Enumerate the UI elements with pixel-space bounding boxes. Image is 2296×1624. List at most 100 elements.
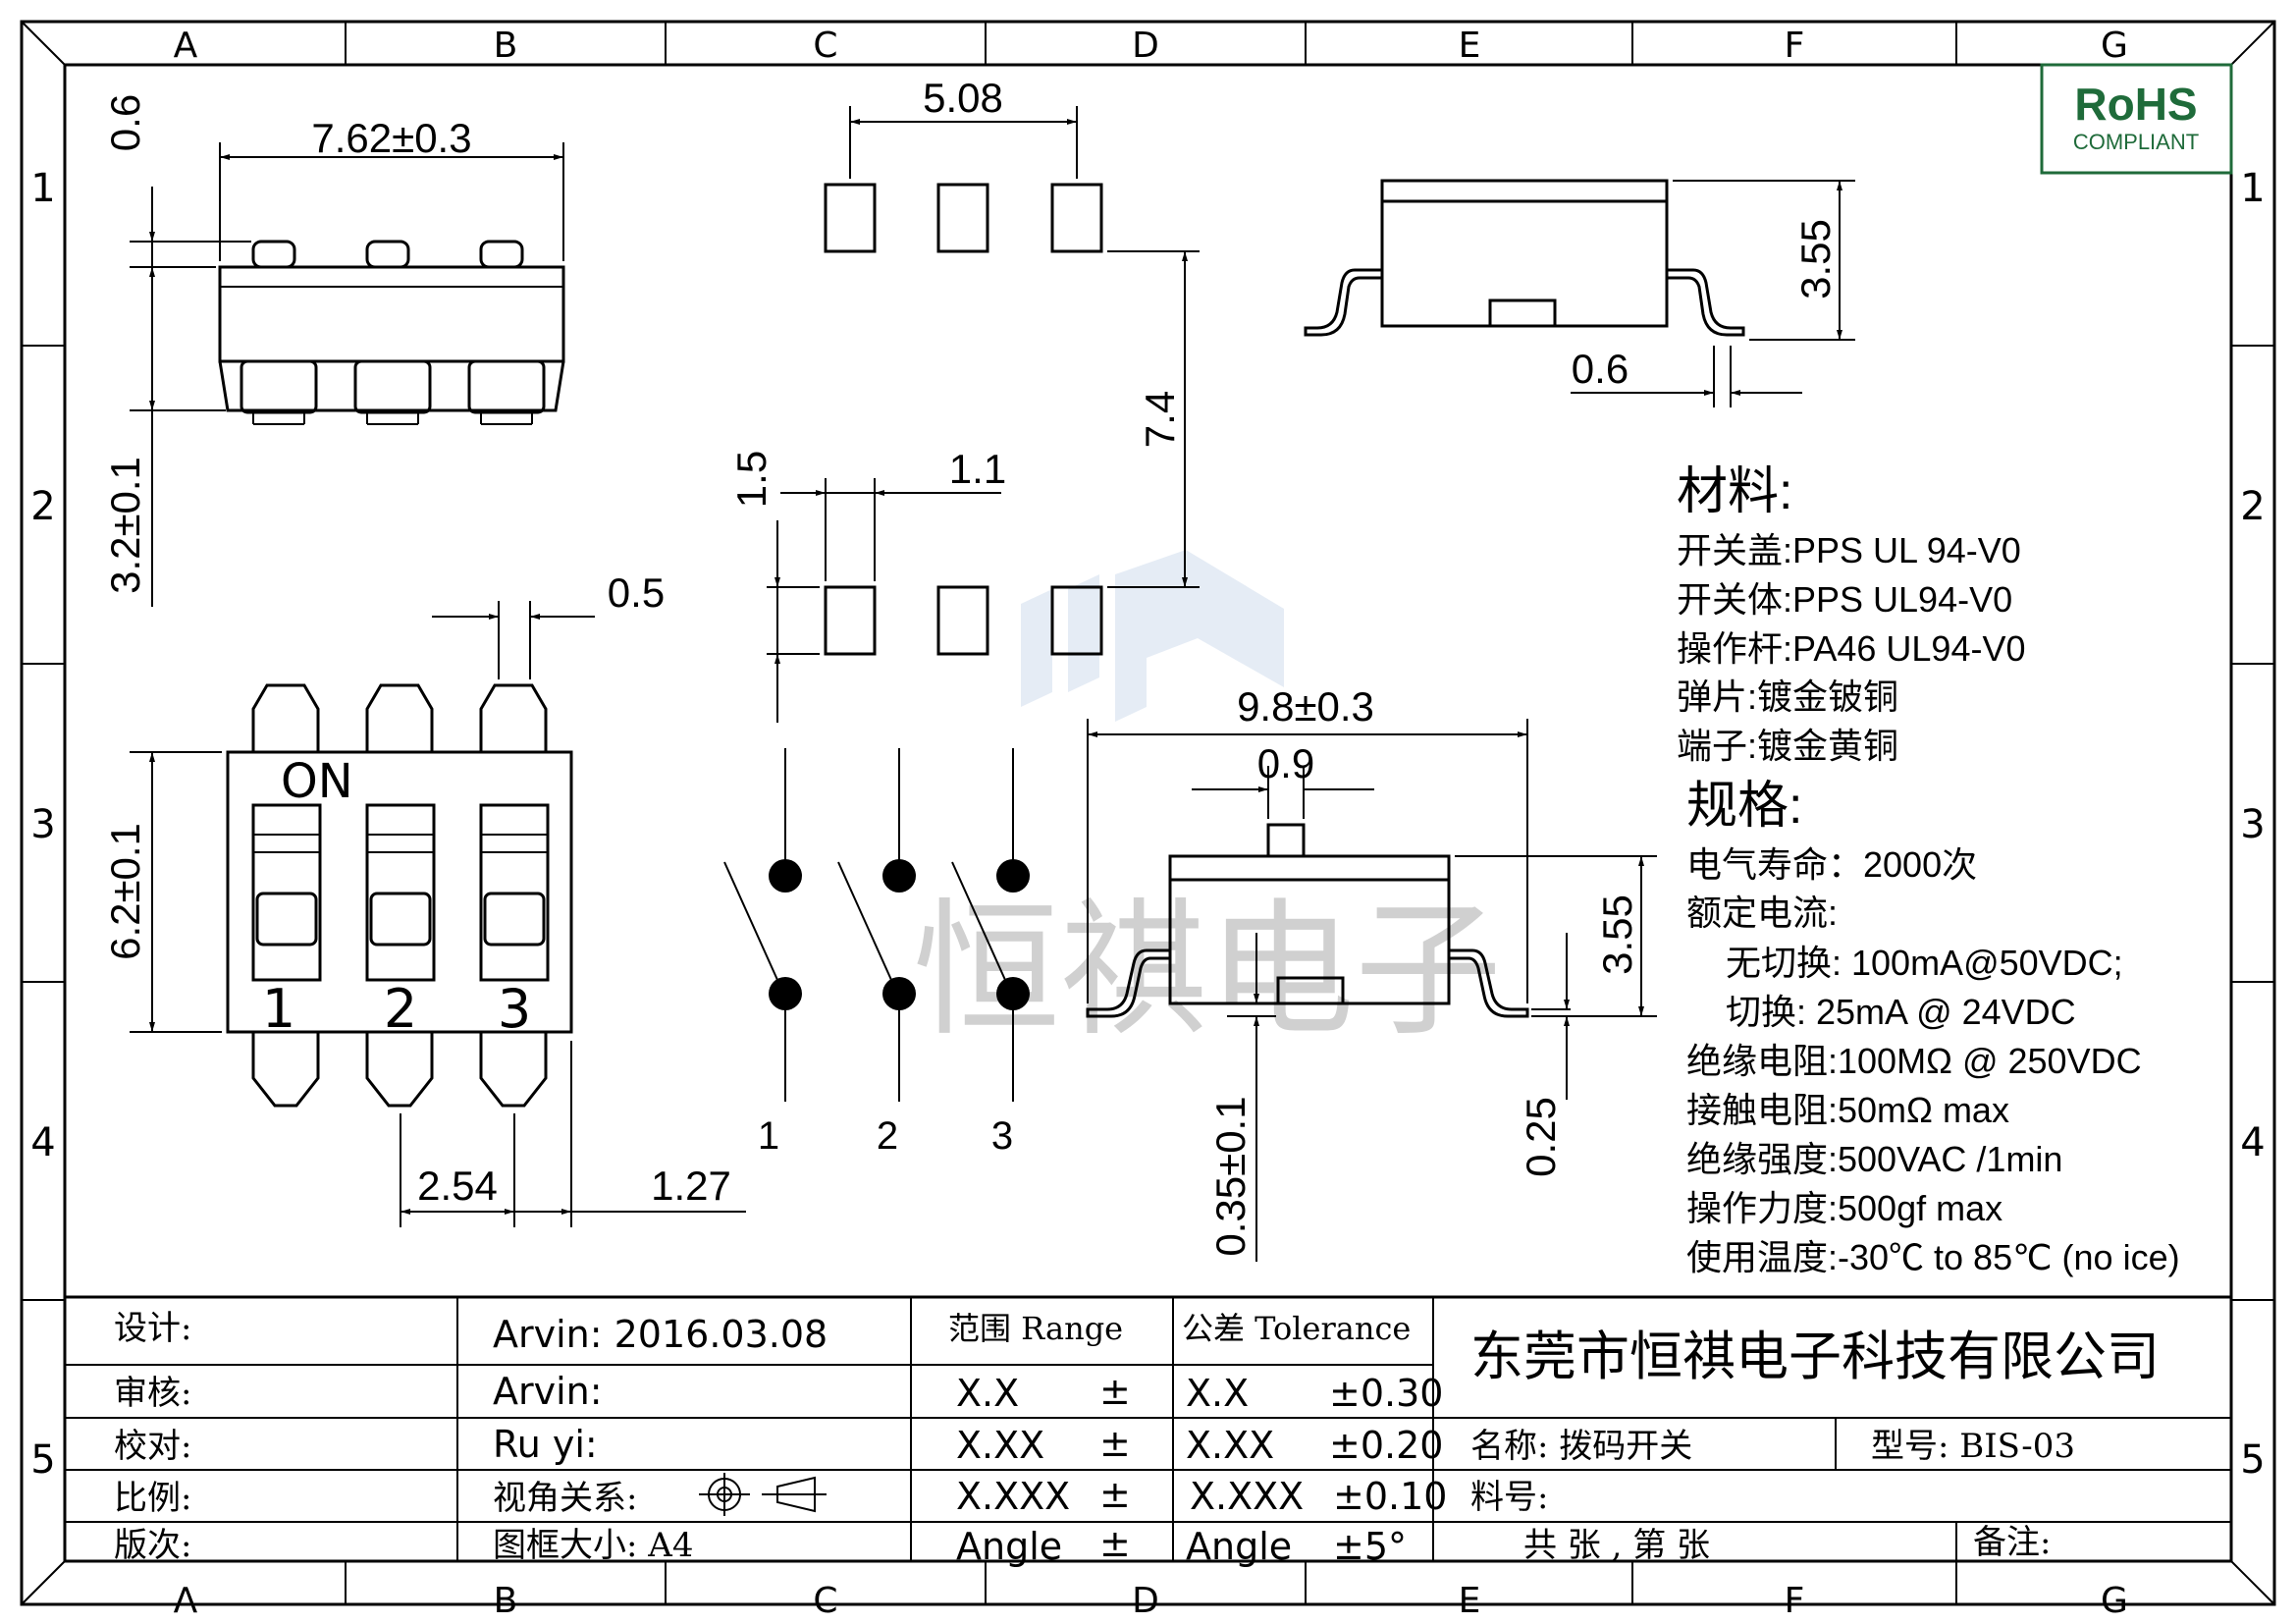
- title-block-labels: 设计: 审核: 校对: 比例: 版次:: [114, 1309, 191, 1565]
- dim-3-55-top: 3.55: [1792, 219, 1839, 299]
- materials-block: 材料: 开关盖:PPS UL 94-V0 开关体:PPS UL94-V0 操作杆…: [1677, 463, 2025, 766]
- range-row: X.XXX: [956, 1475, 1070, 1518]
- spec-line: 绝缘电阻:100MΩ @ 250VDC: [1686, 1041, 2142, 1081]
- schematic-number: 1: [758, 1114, 779, 1158]
- col-label: G: [2101, 1581, 2128, 1621]
- tolerance-headers: 范围 Range 公差 Tolerance: [948, 1310, 1411, 1347]
- sheet-count: 共 张 , 第 张: [1523, 1526, 1710, 1565]
- tol-row-name: X.XX: [1186, 1424, 1274, 1467]
- tb-designer: Arvin: 2016.03.08: [493, 1313, 828, 1356]
- switch-number: 1: [262, 978, 295, 1040]
- spec-line: 绝缘强度:500VAC /1min: [1686, 1139, 2062, 1179]
- tb-frame-size: 图框大小: A4: [493, 1526, 693, 1565]
- schematic-labels: 1 2 3: [758, 1114, 1013, 1158]
- range-row: X.XX: [956, 1424, 1044, 1467]
- side-view: [1304, 179, 1745, 337]
- dim-7-4: 7.4: [1137, 391, 1183, 448]
- pad-layout-dims: [767, 106, 1200, 723]
- remark: 备注:: [1973, 1523, 2051, 1562]
- spec-line: 额定电流:: [1686, 893, 1838, 933]
- title-block: [65, 1295, 2231, 1561]
- switch-slot-3: [479, 803, 550, 982]
- spec-line: 切换: 25mA @ 24VDC: [1726, 992, 2076, 1032]
- tol-row-name: Angle: [1186, 1525, 1292, 1568]
- side-view-lower: [1086, 823, 1529, 1018]
- specs-block: 规格: 电气寿命：2000次 额定电流: 无切换: 100mA@50VDC; 切…: [1686, 778, 2180, 1277]
- dim-1-27: 1.27: [651, 1163, 731, 1209]
- row-label: 1: [30, 166, 55, 211]
- row-label: 4: [2240, 1120, 2265, 1165]
- tb-proofer: Ru yi:: [493, 1423, 598, 1466]
- tb-label-proof: 校对:: [114, 1427, 191, 1466]
- dim-3-55-lower: 3.55: [1594, 894, 1640, 975]
- switch-top-view: [226, 683, 573, 1108]
- dim-2-54: 2.54: [417, 1163, 498, 1209]
- row-label: 2: [2240, 484, 2265, 529]
- rohs-badge: RoHS COMPLIANT: [2040, 63, 2233, 175]
- drawing-frame: [20, 20, 2276, 1606]
- dim-0-25: 0.25: [1518, 1097, 1564, 1177]
- tol-row-value: ±5°: [1333, 1525, 1407, 1568]
- watermark-logo-icon: [1021, 550, 1284, 722]
- material-line: 开关体:PPS UL94-V0: [1677, 579, 2012, 620]
- dim-0-5: 0.5: [608, 569, 665, 616]
- tolerance-header: 公差 Tolerance: [1182, 1310, 1411, 1347]
- switch-number: 2: [384, 978, 417, 1040]
- col-label: C: [813, 1581, 837, 1621]
- spec-line: 电气寿命：2000次: [1686, 844, 1977, 885]
- row-label: 2: [30, 484, 55, 529]
- switch-position-labels: 1 2 3: [262, 978, 531, 1040]
- front-view: [218, 240, 565, 425]
- frame-row-labels: 1 2 3 4 5 1 2 3 4 5: [30, 166, 2265, 1483]
- frame-column-labels: A B C D E F G A B C D E F G: [174, 26, 2128, 1621]
- part-model: 型号: BIS-03: [1871, 1427, 2075, 1466]
- col-label: D: [1132, 26, 1159, 66]
- dim-0-9: 0.9: [1257, 740, 1314, 786]
- range-row: Angle: [956, 1525, 1062, 1568]
- col-label: F: [1785, 26, 1805, 66]
- switch-schematic: [723, 748, 1014, 1102]
- dim-0-6-front: 0.6: [102, 94, 148, 151]
- tolerance-column: X.X X.XX X.XXX Angle ±0.30 ±0.20 ±0.10 ±…: [1186, 1372, 1447, 1568]
- col-label: F: [1785, 1581, 1805, 1621]
- range-pm: ±: [1099, 1473, 1131, 1516]
- side-view-lower-dims: [1087, 719, 1657, 1262]
- spec-line: 接触电阻:50mΩ max: [1686, 1090, 2009, 1130]
- dim-1-1: 1.1: [949, 446, 1006, 492]
- range-pm: ±: [1099, 1422, 1131, 1465]
- watermark: 恒祺电子: [913, 550, 1502, 1056]
- spec-line: 操作力度:500gf max: [1686, 1188, 2002, 1228]
- dim-0-6-side: 0.6: [1572, 346, 1629, 392]
- col-label: A: [174, 26, 198, 66]
- tb-reviewer: Arvin:: [493, 1370, 603, 1413]
- title-block-values: Arvin: 2016.03.08 Arvin: Ru yi: 视角关系: 图框…: [493, 1313, 828, 1565]
- material-line: 操作杆:PA46 UL94-V0: [1677, 628, 2025, 669]
- row-label: 5: [2240, 1437, 2265, 1483]
- switch-slot-1: [251, 803, 322, 982]
- col-label: E: [1459, 26, 1481, 66]
- dim-6-2: 6.2±0.1: [102, 823, 148, 960]
- range-row: X.X: [956, 1372, 1019, 1415]
- range-header: 范围 Range: [948, 1310, 1123, 1347]
- company-name: 东莞市恒祺电子科技有限公司: [1470, 1326, 2160, 1387]
- part-name: 名称: 拨码开关: [1470, 1427, 1692, 1466]
- switch-on-label: ON: [281, 754, 353, 809]
- tb-label-design: 设计:: [114, 1309, 191, 1348]
- dim-9-8: 9.8±0.3: [1237, 683, 1374, 730]
- material-line: 弹片:镀金铍铜: [1677, 677, 1898, 717]
- tol-row-value: ±0.10: [1333, 1475, 1447, 1518]
- col-label: E: [1459, 1581, 1481, 1621]
- row-label: 3: [30, 802, 55, 847]
- schematic-number: 2: [877, 1114, 898, 1158]
- row-label: 1: [2240, 166, 2265, 211]
- dim-1-5: 1.5: [728, 451, 774, 508]
- dim-5-08: 5.08: [923, 75, 1003, 121]
- side-view-dims: [1571, 180, 1855, 407]
- switch-slot-2: [365, 803, 436, 982]
- col-label: D: [1132, 1581, 1159, 1621]
- switch-number: 3: [498, 978, 531, 1040]
- spec-line: 无切换: 100mA@50VDC;: [1726, 943, 2123, 983]
- rohs-subtitle: COMPLIANT: [2073, 130, 2199, 154]
- tb-label-review: 审核:: [114, 1374, 191, 1413]
